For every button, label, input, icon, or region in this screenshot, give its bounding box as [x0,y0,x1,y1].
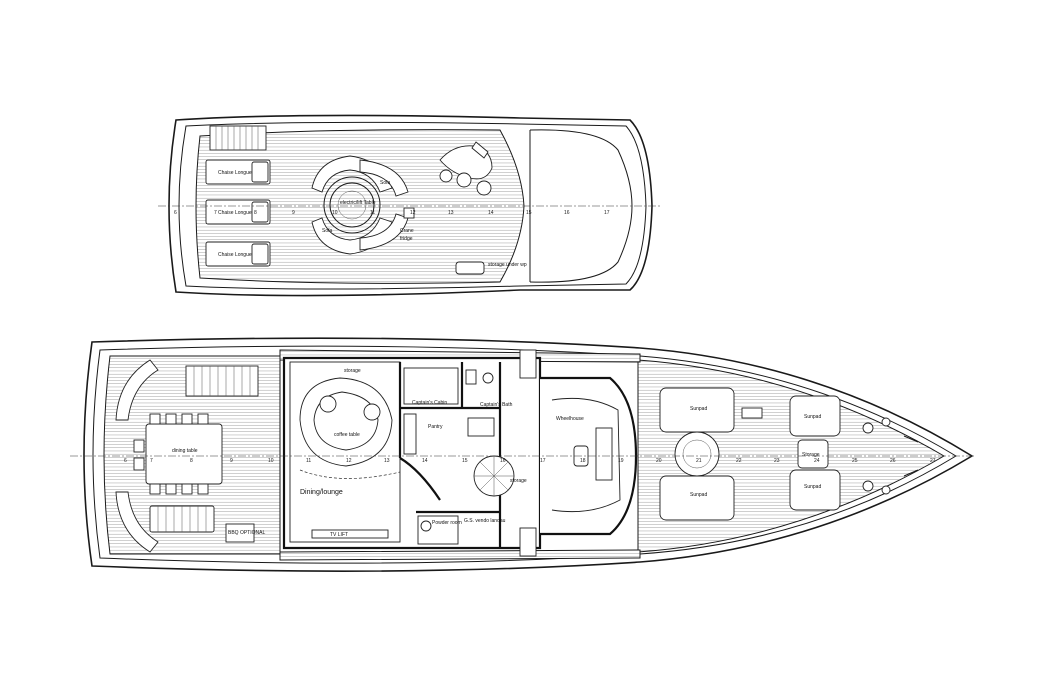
upper-deck-helm [439,141,493,196]
sunpad-aft-group: Sunpad Sunpad [659,387,735,521]
sofa-label: Sofa [380,180,391,186]
svg-text:11: 11 [306,458,311,464]
main-deck-hull-outline [83,337,974,572]
svg-text:10: 10 [332,210,338,216]
storage-label: Storage [802,452,820,458]
main-deck-frame-numbers: 6 7 8 9 10 11 12 13 14 15 16 17 18 19 20… [124,458,936,464]
sofa-label: Sofa [322,228,333,234]
aft-stairs-lower [149,505,215,533]
tv-lift-label: TV LIFT [330,532,348,538]
svg-text:21: 21 [696,458,702,464]
wheelhouse-label: Wheelhouse [556,416,584,422]
storage-label: storage under wp [488,262,527,268]
upper-deck-sofa-table: Sofa Sofa electric/lift Table [311,155,409,255]
svg-text:14: 14 [488,210,494,216]
dining-table-label: dining table [172,448,198,454]
bbq-label: BBQ OPTIONAL [228,530,265,536]
gs-vendo-label: G.S. vendo landau [464,518,506,524]
lounge-sofa: coffee table [299,377,393,467]
captains-bath: Captain's Bath [465,369,513,408]
upper-deck-storage: storage under wp [455,261,527,275]
svg-text:16: 16 [564,210,570,216]
upper-deck: Chaise Longue Chaise Longue Chaise Longu… [158,114,660,297]
svg-text:24: 24 [814,458,820,464]
svg-text:13: 13 [384,458,390,464]
sunpad-label: Sunpad [804,414,821,420]
captains-bath-label: Captain's Bath [480,402,513,408]
spiral-stairs [473,455,515,497]
captains-cabin: Captain's Cabin [403,367,459,406]
svg-text:7: 7 [214,210,217,216]
pantry-label: Pantry [428,424,443,430]
dining-lounge-label: Dining/lounge [300,489,343,496]
upper-deck-stairs [209,125,267,151]
svg-text:6: 6 [124,458,127,464]
wheelhouse: Wheelhouse [551,397,621,513]
svg-text:23: 23 [774,458,780,464]
svg-text:20: 20 [656,458,662,464]
fridge-label: fridge [400,236,413,242]
svg-text:7: 7 [150,458,153,464]
upper-deck-frame-numbers: 6 7 8 9 10 11 12 13 14 15 16 17 [174,210,610,216]
coffee-table-label: coffee table [334,432,360,438]
svg-text:14: 14 [422,458,428,464]
captains-cabin-label: Captain's Cabin [412,400,447,406]
svg-text:9: 9 [230,458,233,464]
svg-text:8: 8 [254,210,257,216]
svg-text:26: 26 [890,458,896,464]
chaise-longue-3: Chaise Longue [205,241,271,267]
svg-text:17: 17 [540,458,546,464]
sunpad-label: Sunpad [690,492,707,498]
chaise-longue-1: Chaise Longue [205,159,271,185]
chaise-longue-label: Chaise Longue [218,252,252,258]
svg-text:16: 16 [500,458,506,464]
svg-text:6: 6 [174,210,177,216]
table-label: electric/lift Table [340,200,376,206]
sunpad-label: Sunpad [690,406,707,412]
svg-text:27: 27 [930,458,936,464]
svg-text:10: 10 [268,458,274,464]
chaise-longue-label: Chaise Longue [218,170,252,176]
svg-text:19: 19 [618,458,624,464]
svg-text:12: 12 [410,210,416,216]
svg-text:25: 25 [852,458,858,464]
svg-text:22: 22 [736,458,742,464]
dining-table-group: dining table [133,413,223,495]
upper-deck-teak [195,129,525,284]
bow-windlass [862,417,919,495]
main-deck: dining table BBQ OPTIONAL [70,337,976,572]
aft-stairs-upper [185,365,259,397]
svg-text:8: 8 [190,458,193,464]
sunpad-fwd-group: Sunpad Sunpad Storage [789,395,841,511]
chaise-longue-label: Chaise Longue [218,210,252,216]
svg-text:15: 15 [462,458,468,464]
sunpad-label: Sunpad [804,484,821,490]
powder-room-label: Powder room [432,520,462,526]
crane-label: Crane [400,228,414,234]
upper-deck-fridge: Crane fridge [400,207,415,242]
svg-text:11: 11 [370,210,375,216]
storage-label: storage [344,368,361,374]
upper-deck-hull-outline [168,114,653,297]
svg-text:12: 12 [346,458,352,464]
svg-text:15: 15 [526,210,532,216]
svg-text:17: 17 [604,210,610,216]
aft-sofa [115,359,159,421]
pantry: Pantry [403,413,495,455]
svg-text:13: 13 [448,210,454,216]
svg-text:18: 18 [580,458,586,464]
storage-label: storage [510,478,527,484]
powder-room: Powder room [417,515,462,545]
svg-text:9: 9 [292,210,295,216]
bbq-unit: BBQ OPTIONAL [225,523,265,543]
